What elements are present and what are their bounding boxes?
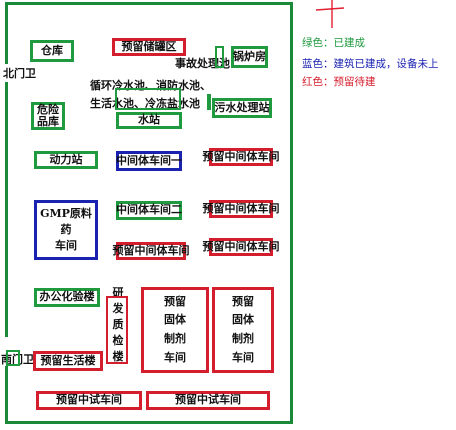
- building-sewage: 污水处理站: [212, 98, 272, 118]
- legend-red: 红色：预留待建: [302, 76, 376, 88]
- rnd-qc-label: 研发质检楼: [112, 286, 124, 363]
- gmp-text: GMP原料药 车间: [40, 207, 92, 252]
- building-reserved-intermediate-a: 预留中间体车间: [203, 148, 280, 166]
- site-boundary-bottom: [5, 421, 293, 424]
- north-gate-label: 北门卫: [3, 67, 36, 80]
- rnd-qc-building: [106, 296, 128, 364]
- pools-marker-right: [207, 94, 211, 110]
- building-intermediate-2: 中间体车间二: [116, 201, 182, 220]
- building-solid-2: 预留 固体 制剂 车间: [212, 287, 274, 373]
- site-boundary-left-lower: [5, 366, 8, 424]
- legend-blue: 蓝色：建筑已建成，设备未上: [302, 58, 439, 70]
- legend-green: 绿色：已建成: [302, 37, 365, 49]
- building-power-station: 动力站: [34, 151, 98, 169]
- building-reserved-intermediate-c: 预留中间体车间: [113, 242, 190, 260]
- red-cross-mark: [315, 0, 345, 28]
- hazmat-text: 危险 品库: [37, 102, 59, 128]
- south-gate-post: [6, 350, 20, 366]
- building-gmp: GMP原料药 车间: [34, 200, 98, 260]
- pools-label-line2: 生活水池、冷冻盐水池: [90, 97, 200, 110]
- site-boundary-left-upper: [5, 2, 8, 64]
- building-solid-1: 预留 固体 制剂 车间: [141, 287, 209, 373]
- building-intermediate-1: 中间体车间一: [116, 151, 182, 171]
- solid-1-text: 预留 固体 制剂 车间: [164, 294, 186, 364]
- building-living: 预留生活楼: [33, 351, 103, 371]
- building-boiler: 锅炉房: [231, 46, 268, 68]
- pools-outline: [115, 88, 181, 110]
- building-hazmat: 危险 品库: [31, 102, 65, 130]
- accident-pool-marker: [215, 46, 224, 68]
- building-pilot-1: 预留中试车间: [36, 391, 142, 410]
- site-boundary-right: [290, 2, 293, 424]
- site-boundary-left-middle: [5, 82, 8, 337]
- building-tank-farm: 预留储罐区: [112, 38, 186, 56]
- building-water-station: 水站: [116, 112, 182, 129]
- south-gate-label: 南门卫: [1, 353, 34, 366]
- building-warehouse: 仓库: [30, 40, 74, 62]
- building-reserved-intermediate-d: 预留中间体车间: [203, 238, 280, 256]
- solid-2-text: 预留 固体 制剂 车间: [232, 294, 254, 364]
- building-office-lab: 办公化验楼: [34, 288, 100, 307]
- building-reserved-intermediate-b: 预留中间体车间: [203, 200, 280, 218]
- site-boundary-top: [5, 2, 293, 5]
- building-pilot-2: 预留中试车间: [146, 391, 270, 410]
